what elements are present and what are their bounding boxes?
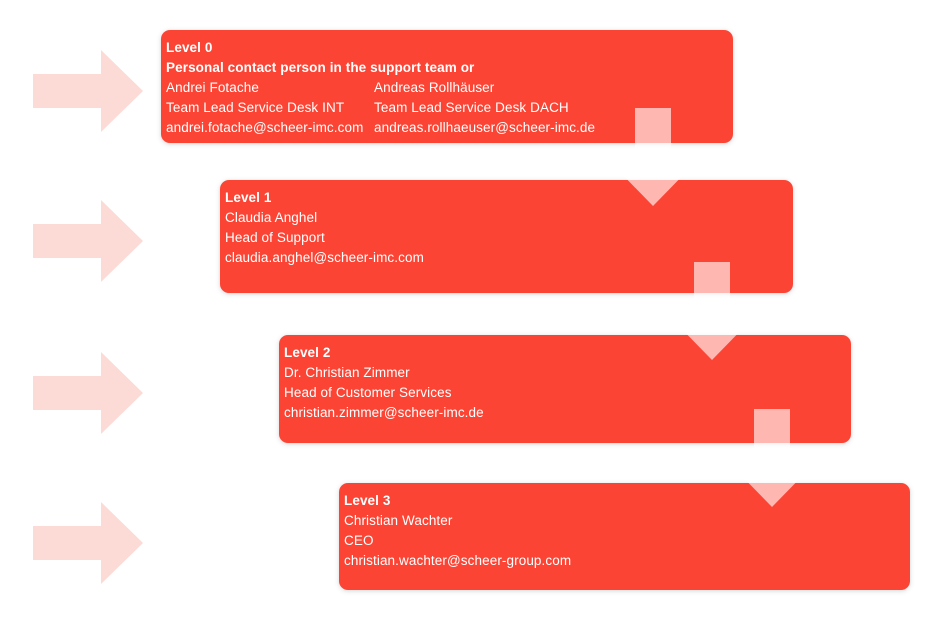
contact-entry: Andrei Fotache Team Lead Service Desk IN… (166, 78, 363, 138)
arrow-right-icon (33, 500, 143, 586)
level-box-2[interactable]: Level 2 Dr. Christian Zimmer Head of Cus… (279, 335, 851, 443)
level-box-3[interactable]: Level 3 Christian Wachter CEO christian.… (339, 483, 910, 590)
contact-email[interactable]: claudia.anghel@scheer-imc.com (225, 250, 424, 265)
contact-role: Team Lead Service Desk DACH (374, 100, 569, 115)
contact-name: Andrei Fotache (166, 80, 259, 95)
level-subtitle: Personal contact person in the support t… (166, 60, 475, 75)
contact-name: Claudia Anghel (225, 210, 318, 225)
contact-name: Dr. Christian Zimmer (284, 365, 410, 380)
level-box-0[interactable]: Level 0 Personal contact person in the s… (161, 30, 733, 143)
level-title: Level 3 (344, 493, 391, 508)
contact-email[interactable]: andrei.fotache@scheer-imc.com (166, 120, 364, 135)
level-title: Level 1 (225, 190, 272, 205)
contact-name: Andreas Rollhäuser (374, 80, 495, 95)
arrow-right-icon (33, 48, 143, 134)
level-box-1[interactable]: Level 1 Claudia Anghel Head of Support c… (220, 180, 793, 293)
contact-role: Team Lead Service Desk INT (166, 100, 345, 115)
contact-role: Head of Support (225, 230, 325, 245)
contact-email[interactable]: andreas.rollhaeuser@scheer-imc.de (374, 120, 596, 135)
contact-entry: Andreas Rollhäuser Team Lead Service Des… (374, 78, 595, 138)
contact-name: Christian Wachter (344, 513, 453, 528)
contact-email[interactable]: christian.zimmer@scheer-imc.de (284, 405, 484, 420)
contact-role: Head of Customer Services (284, 385, 452, 400)
arrow-right-icon (33, 198, 143, 284)
contact-role: CEO (344, 533, 374, 548)
level-title: Level 0 (166, 40, 213, 55)
contact-columns: Andrei Fotache Team Lead Service Desk IN… (166, 78, 733, 138)
level-title: Level 2 (284, 345, 331, 360)
arrow-right-icon (33, 350, 143, 436)
contact-email[interactable]: christian.wachter@scheer-group.com (344, 553, 572, 568)
